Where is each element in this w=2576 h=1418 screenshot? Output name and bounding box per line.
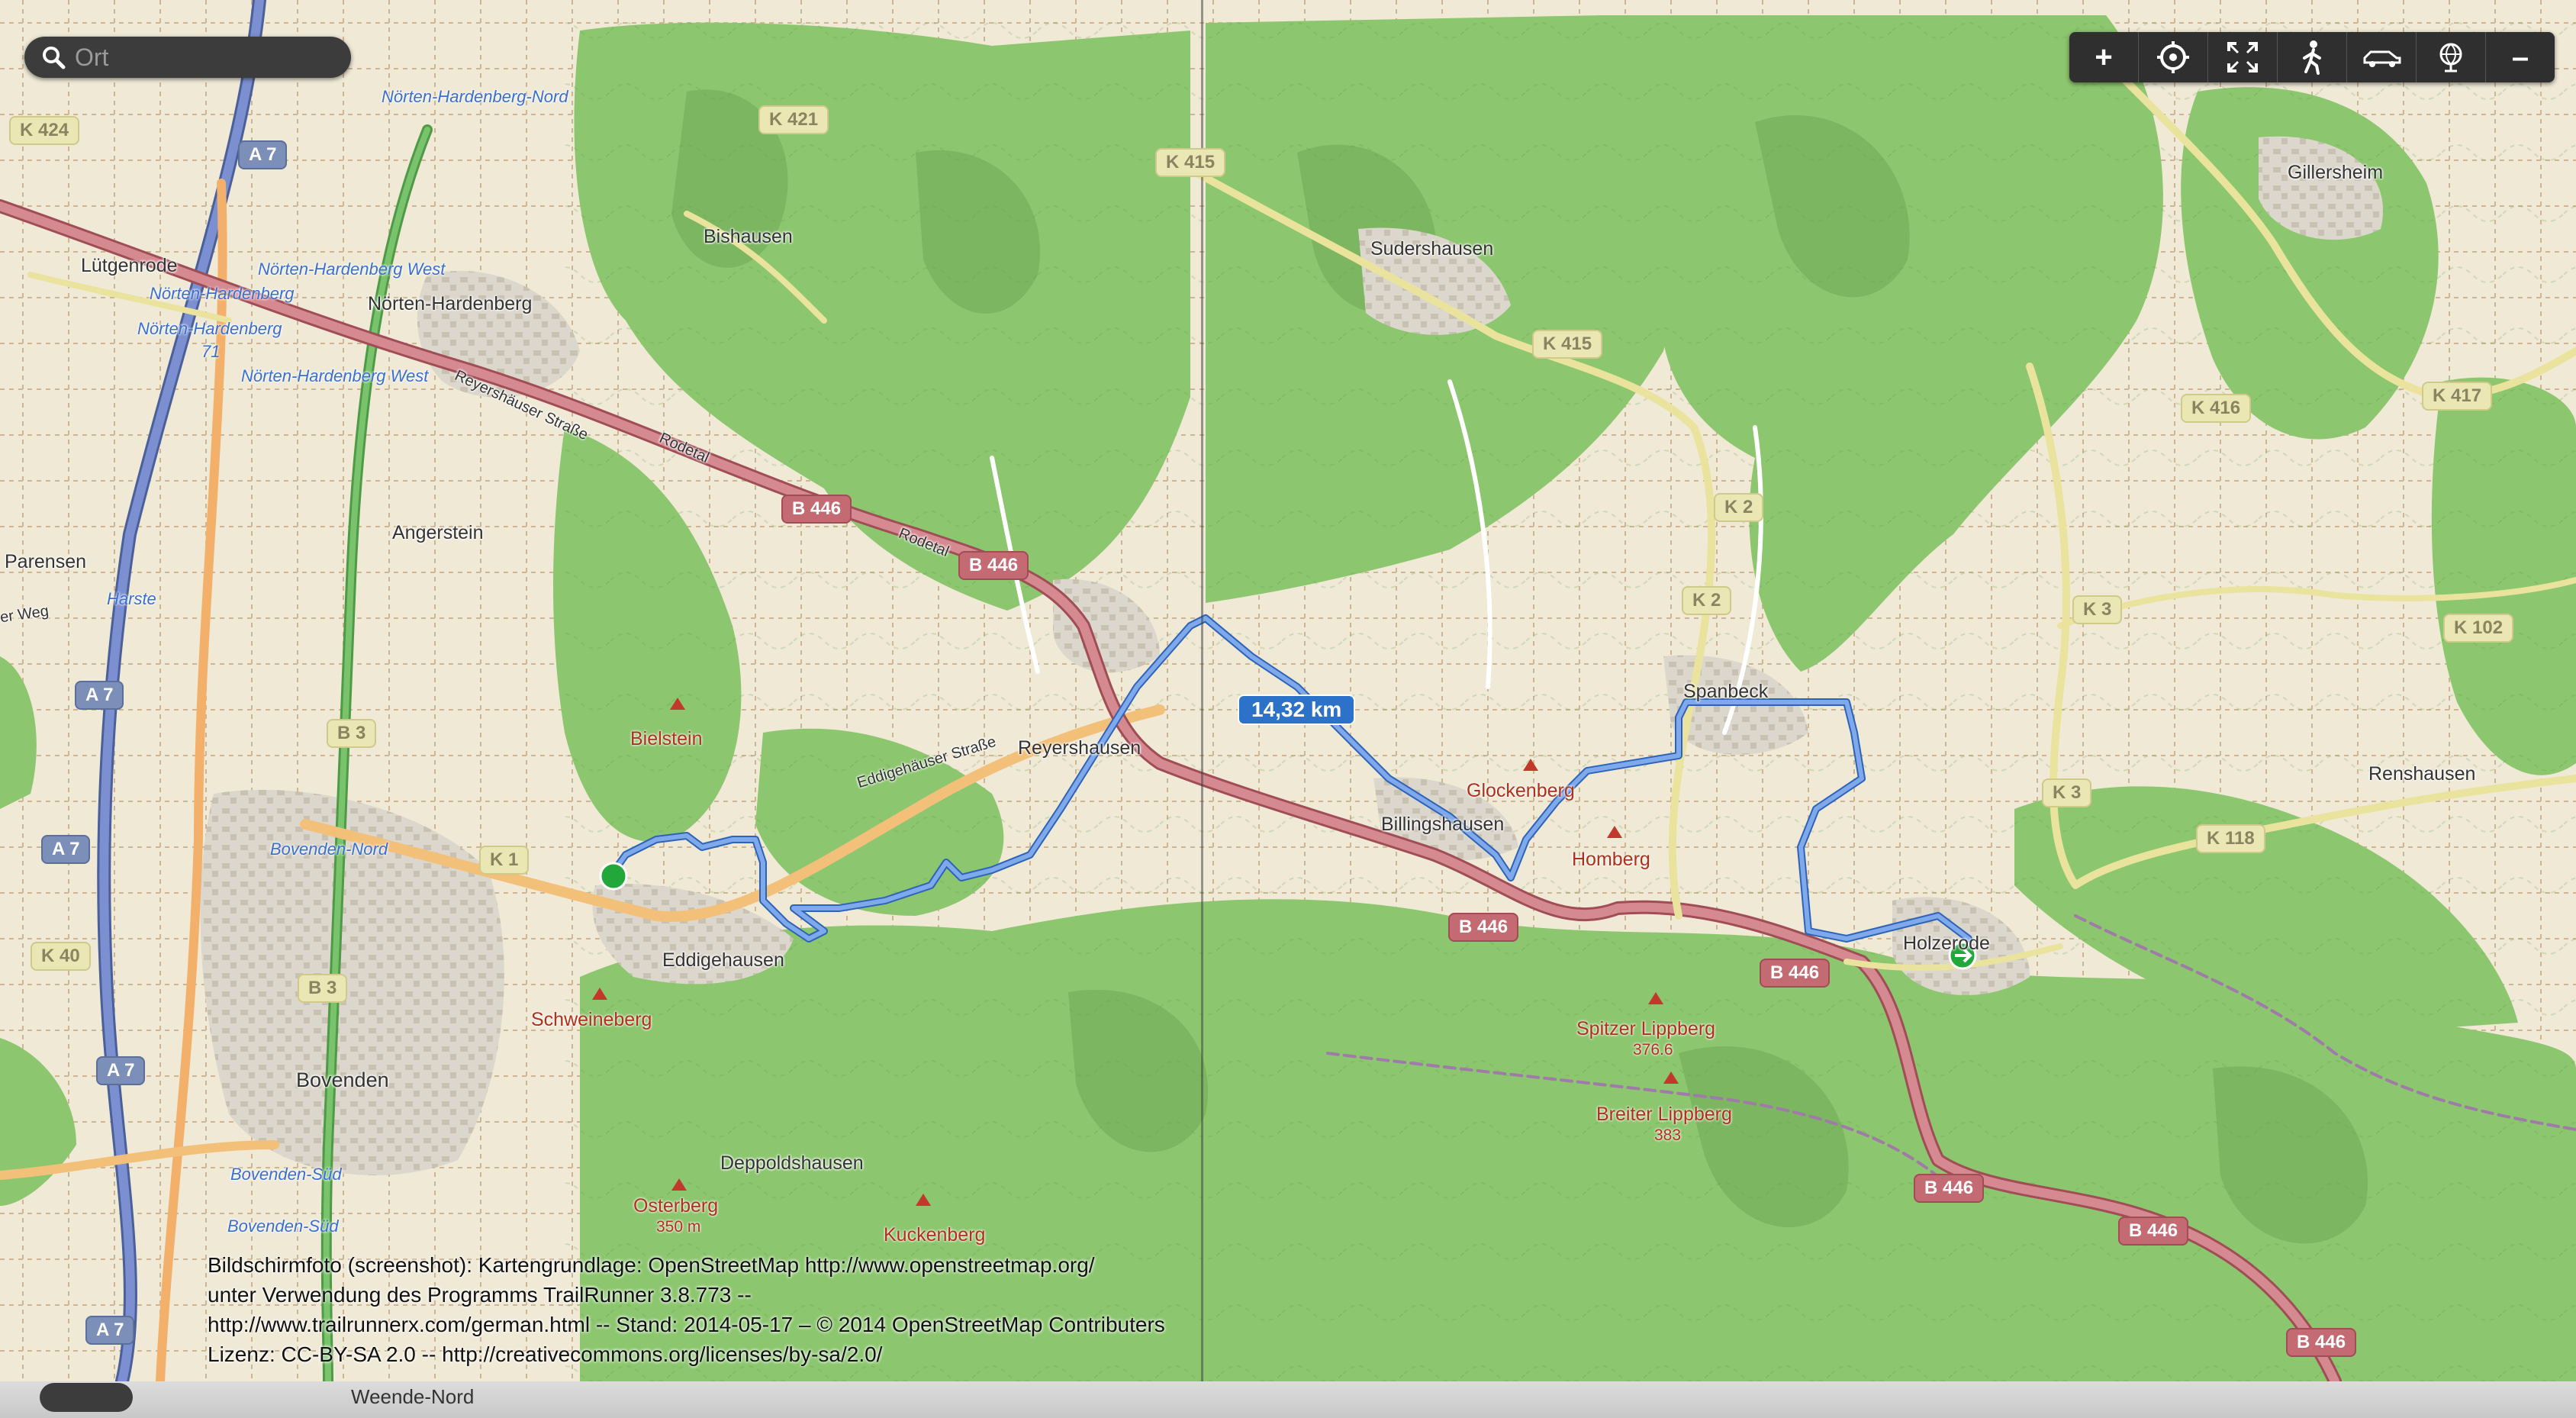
route-distance-badge: 14,32 km <box>1238 694 1356 725</box>
attribution-line: unter Verwendung des Programms TrailRunn… <box>208 1283 752 1307</box>
peak-label: Osterberg <box>633 1195 719 1217</box>
road-shield: K 3 <box>2042 778 2092 807</box>
place-label: Deppoldshausen <box>720 1152 864 1174</box>
road-shield: K 118 <box>2196 824 2265 853</box>
station-label: 71 <box>201 342 221 361</box>
road-shield: K 2 <box>1714 493 1764 522</box>
station-label: Nörten-Hardenberg-Nord <box>382 87 568 106</box>
road-shield: K 421 <box>758 105 829 134</box>
page-fold <box>1201 0 1203 1381</box>
route-track <box>607 614 1972 943</box>
place-label: Nörten-Hardenberg <box>368 293 533 314</box>
place-label: Holzerode <box>1903 933 1990 954</box>
place-label: Eddigehausen <box>662 949 784 971</box>
road-shield: K 424 <box>9 116 80 145</box>
bottom-bar <box>0 1381 2576 1418</box>
locate-button[interactable] <box>2139 32 2208 82</box>
road-shield: K 102 <box>2443 614 2514 643</box>
place-label: Angerstein <box>392 522 484 543</box>
road-shield: B 446 <box>2118 1217 2189 1246</box>
pedestrian-icon <box>2303 40 2321 75</box>
place-label: Gillersheim <box>2288 162 2384 183</box>
place-label: Bishausen <box>704 226 793 247</box>
road-shield: K 417 <box>2422 382 2493 411</box>
search-placeholder: Ort <box>75 43 109 71</box>
attribution-line: Lizenz: CC-BY-SA 2.0 -- http://creativec… <box>208 1342 883 1366</box>
peak-label: Breiter Lippberg <box>1596 1104 1732 1125</box>
crosshair-icon <box>2157 41 2189 73</box>
road-shield: K 415 <box>1155 148 1226 177</box>
search-input[interactable]: Ort <box>24 37 351 78</box>
road-shield: B 446 <box>1760 959 1831 988</box>
peak-label: Glockenberg <box>1467 780 1575 801</box>
place-label: Lütgenrode <box>81 255 178 276</box>
road-shield: K 3 <box>2072 595 2123 624</box>
road-shield: A 7 <box>96 1056 146 1085</box>
globe-button[interactable] <box>2417 32 2486 82</box>
road-shield: K 415 <box>1532 330 1603 359</box>
place-label: Sudershausen <box>1370 238 1494 259</box>
place-label: Reyershausen <box>1018 737 1141 759</box>
walk-mode-button[interactable] <box>2278 32 2347 82</box>
attribution-text: Bildschirmfoto (screenshot): Kartengrund… <box>208 1250 1165 1369</box>
peak-label: Spitzer Lippberg <box>1576 1018 1716 1039</box>
road-shield: B 446 <box>781 495 852 524</box>
fullscreen-button[interactable] <box>2208 32 2278 82</box>
road-k1 <box>300 704 1165 922</box>
peak-label: Bielstein <box>630 728 703 749</box>
place-label: Billingshausen <box>1381 814 1505 835</box>
place-label: Weende-Nord <box>351 1385 475 1408</box>
route-end-marker[interactable] <box>1948 941 1977 970</box>
globe-icon <box>2439 43 2462 73</box>
road-b3 <box>156 179 227 1386</box>
peak-label: 350 m <box>656 1218 701 1236</box>
car-mode-button[interactable] <box>2347 32 2417 82</box>
peak-label: Kuckenberg <box>884 1224 986 1246</box>
road-shield: B 3 <box>327 719 377 748</box>
station-label: Nörten-Hardenberg West <box>241 366 429 385</box>
road-shield: B 446 <box>2286 1328 2357 1357</box>
place-label: Spanbeck <box>1683 681 1769 702</box>
attribution-line: Bildschirmfoto (screenshot): Kartengrund… <box>208 1253 1095 1277</box>
place-label: Parensen <box>5 551 87 572</box>
street-label: Harste <box>107 589 156 608</box>
station-label: Nörten-Hardenberg <box>137 319 282 338</box>
road-shield: A 7 <box>41 835 91 864</box>
road-shield: B 446 <box>1448 913 1519 942</box>
road-shield: B 446 <box>1914 1174 1985 1203</box>
road-shield: B 446 <box>958 551 1029 580</box>
station-label: Bovenden-Nord <box>270 840 388 859</box>
fullscreen-icon <box>2227 42 2258 73</box>
road-shield: B 3 <box>298 974 348 1003</box>
peak-label: 383 <box>1654 1126 1682 1144</box>
peak-label: 376.6 <box>1633 1041 1673 1059</box>
peak-label: Schweineberg <box>531 1009 652 1030</box>
zoom-in-button[interactable]: + <box>2069 32 2139 82</box>
zoom-out-button[interactable]: – <box>2511 40 2529 74</box>
attribution-line: http://www.trailrunnerx.com/german.html … <box>208 1313 1165 1336</box>
road-shield: A 7 <box>85 1316 135 1345</box>
road-shield: A 7 <box>238 140 288 169</box>
route-start-marker[interactable] <box>599 862 628 891</box>
place-label: Renshausen <box>2368 763 2476 785</box>
road-shield: K 416 <box>2181 394 2252 423</box>
map-toolbar: + – <box>2069 32 2555 82</box>
station-label: Nörten-Hardenberg <box>150 284 295 303</box>
peak-label: Homberg <box>1572 849 1650 870</box>
car-icon <box>2363 50 2401 67</box>
road-shield: K 40 <box>31 942 91 971</box>
road-shield: K 2 <box>1682 586 1732 615</box>
station-label: Bovenden-Süd <box>230 1165 342 1184</box>
peak-markers <box>592 698 1679 1206</box>
station-label: Nörten-Hardenberg West <box>258 259 446 279</box>
road-shield: K 1 <box>479 846 530 875</box>
search-icon <box>38 42 69 73</box>
station-label: Bovenden-Süd <box>227 1217 339 1236</box>
place-label: Bovenden <box>296 1068 389 1091</box>
road-shield: A 7 <box>75 681 124 710</box>
scroll-handle[interactable] <box>40 1383 133 1412</box>
